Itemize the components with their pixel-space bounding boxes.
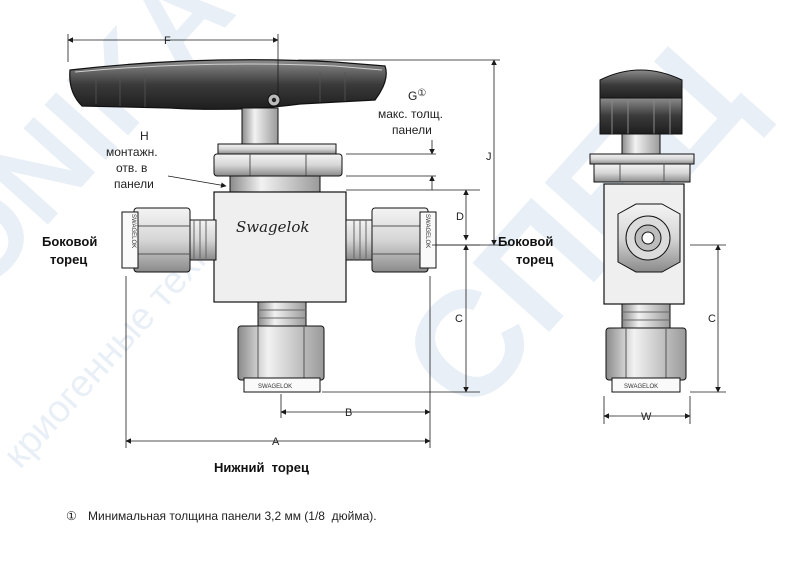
label-side-port-left-2: торец	[50, 252, 87, 267]
label-h-line1: монтажн.	[106, 145, 158, 159]
left-port: SWAGELOK	[121, 207, 217, 273]
dim-f: F	[164, 35, 171, 47]
footnote-text: Минимальная толщина панели 3,2 мм (1/8 д…	[88, 509, 377, 523]
dim-g: G	[408, 89, 417, 103]
panel-nut	[217, 143, 337, 155]
right-port: SWAGELOK	[345, 207, 437, 273]
right-nut-text: SWAGELOK	[424, 214, 430, 248]
label-bottom-port: Нижний торец	[214, 460, 309, 475]
label-h-letter: H	[140, 129, 149, 143]
label-side-port-left-1: Боковой	[42, 234, 97, 249]
dim-j: J	[486, 151, 492, 163]
side-view: SWAGELOK	[589, 69, 726, 424]
label-side-port-right-2: торец	[516, 252, 553, 267]
side-nut-text: SWAGELOK	[624, 384, 658, 390]
dim-c-side: C	[708, 313, 716, 325]
dim-g-mark: ①	[417, 88, 426, 99]
bottom-port: SWAGELOK	[237, 301, 325, 393]
valve-body	[213, 191, 347, 303]
dim-d: D	[456, 211, 464, 223]
bottom-nut-text: SWAGELOK	[258, 384, 292, 390]
label-g-line2: панели	[392, 123, 432, 137]
dim-a: A	[272, 436, 280, 448]
front-view: Swagelok SWAGELOK SWAGELOK	[67, 34, 510, 448]
label-h-line2: отв. в	[116, 161, 147, 175]
dim-c-front: C	[455, 313, 463, 325]
side-dimension-lines	[603, 244, 726, 424]
labels: F A B C D J C W G① макс. толщ. панели H …	[42, 35, 716, 523]
label-h-line3: панели	[114, 177, 154, 191]
label-g-line1: макс. толщ.	[378, 107, 443, 121]
handle	[69, 59, 387, 110]
label-side-port-right-1: Боковой	[498, 234, 553, 249]
footnote-marker: ①	[66, 509, 77, 523]
dimension-lines	[67, 34, 510, 448]
label-g-letter: G①	[408, 88, 426, 103]
left-nut-text: SWAGELOK	[130, 214, 136, 248]
body-logo: Swagelok	[236, 218, 309, 236]
dim-b: B	[345, 407, 352, 419]
dim-w: W	[641, 411, 652, 423]
